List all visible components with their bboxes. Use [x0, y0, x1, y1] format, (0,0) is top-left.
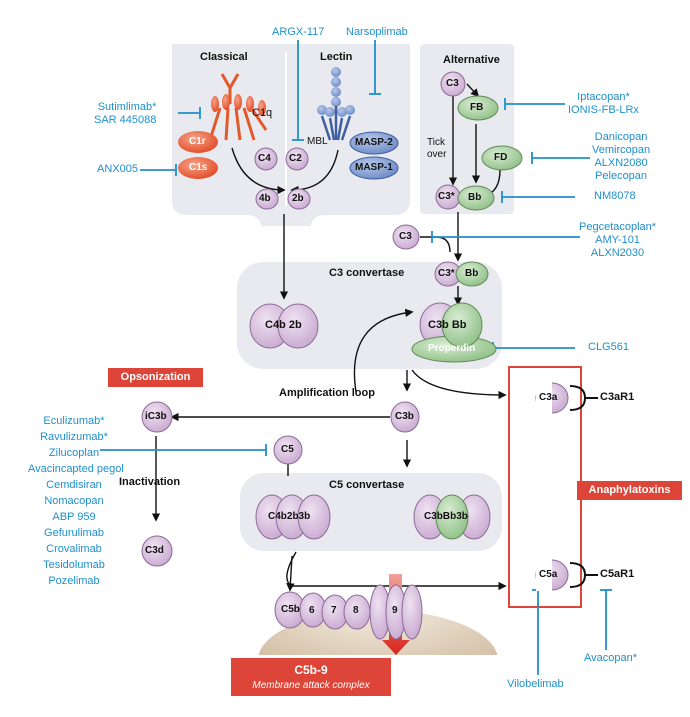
c9-label: 9 [392, 605, 398, 616]
ic3b-label: iC3b [145, 411, 167, 422]
c5a-label: C5a [539, 569, 558, 580]
drug-abp959: ABP 959 [52, 511, 96, 523]
drug-vilobelimab: Vilobelimab [507, 678, 564, 690]
drug-vemircopan: Vemircopan [592, 144, 651, 156]
fb-label: FB [470, 102, 484, 113]
properdin-label: Properdin [428, 343, 476, 354]
c3star-label: C3* [438, 191, 455, 202]
c4b-label: 4b [259, 193, 271, 204]
c3ar1-label: C3aR1 [600, 391, 635, 403]
drug-zilucoplan: Zilucoplan [48, 447, 100, 459]
mbl-shape [317, 67, 355, 117]
drug-alxn2030: ALXN2030 [590, 247, 645, 259]
drug-clg561: CLG561 [588, 341, 629, 353]
masp2-label: MASP-2 [355, 137, 393, 148]
drug-c5-group: Eculizumab* Ravulizumab* Zilucoplan Avac… [28, 413, 124, 589]
c6-label: 6 [309, 605, 315, 616]
c3star-bb-label-2: Bb [465, 268, 479, 279]
c3bbb3b-label: C3bBb3b [424, 511, 468, 522]
drug-iptacopan-group: Iptacopan* IONIS-FB-LRx [568, 91, 639, 117]
drug-pegcetacoplan: Pegcetacoplan* [579, 221, 657, 233]
c3d-label: C3d [145, 545, 164, 556]
drug-iptacopan: Iptacopan* [577, 91, 630, 103]
c5-label: C5 [281, 444, 294, 455]
c1s-label: C1s [189, 162, 208, 173]
drug-avacincaptad: Avacincapted pegol [28, 463, 124, 475]
c5-convertase-title: C5 convertase [329, 479, 405, 491]
drug-sutimlimab: Sutimlimab* [97, 101, 157, 113]
drug-danicopan: Danicopan [594, 131, 648, 143]
c3-convertase-title: C3 convertase [329, 267, 405, 279]
drug-nomacopan: Nomacopan [44, 495, 104, 507]
drug-amy101: AMY-101 [595, 234, 640, 246]
drug-tesidolumab: Tesidolumab [43, 559, 105, 571]
c3a-label: C3a [539, 392, 558, 403]
c5ar1-label: C5aR1 [600, 568, 635, 580]
drug-avacopan: Avacopan* [584, 652, 638, 664]
c3star-bb-label-1: C3* [438, 268, 455, 279]
c3-free-label: C3 [399, 231, 412, 242]
bb-label: Bb [468, 192, 482, 203]
c1q-label: C1q [252, 107, 273, 119]
drug-ionis: IONIS-FB-LRx [568, 104, 639, 116]
c2-label: C2 [289, 153, 302, 164]
drug-narsoplimab: Narsoplimab [346, 26, 408, 38]
anaphylatoxins-label: Anaphylatoxins [577, 481, 682, 500]
drug-gefurulimab: Gefurulimab [44, 527, 104, 539]
mac-title: C5b-9 [294, 663, 328, 677]
alternative-title: Alternative [443, 54, 500, 66]
fd-label: FD [494, 152, 508, 163]
drug-pozelimab: Pozelimab [48, 575, 100, 587]
amplification-loop-label: Amplification loop [279, 387, 375, 399]
drug-cemdisiran: Cemdisiran [46, 479, 102, 491]
lectin-title: Lectin [320, 51, 353, 63]
tick-over-label: Tick over [427, 137, 447, 160]
drug-pegcetacoplan-group: Pegcetacoplan* AMY-101 ALXN2030 [579, 221, 656, 260]
drug-pelecopan: Pelecopan [595, 170, 648, 182]
drug-alxn2080: ALXN2080 [594, 157, 648, 169]
drug-crovalimab: Crovalimab [46, 543, 102, 555]
drug-nm8078: NM8078 [594, 190, 636, 202]
c8-label: 8 [353, 605, 359, 616]
c3b-label: C3b [395, 411, 414, 422]
c4b2b-label: C4b 2b [265, 319, 302, 331]
c5b-label: C5b [281, 604, 300, 615]
c2b-label: 2b [292, 193, 304, 204]
c3bbb-label: C3b Bb [428, 319, 467, 331]
drug-sar445088: SAR 445088 [94, 114, 157, 126]
drug-sutimlimab-group: Sutimlimab* SAR 445088 [94, 101, 156, 127]
drug-anx005: ANX005 [97, 163, 138, 175]
classical-title: Classical [200, 51, 248, 63]
mbl-label: MBL [307, 136, 328, 147]
masp1-label: MASP-1 [355, 162, 393, 173]
drug-danicopan-group: Danicopan Vemircopan ALXN2080 Pelecopan [592, 131, 650, 183]
opsonization-label: Opsonization [108, 368, 203, 387]
c7-label: 7 [331, 605, 337, 616]
c1r-label: C1r [189, 136, 206, 147]
c4b2b3b-label: C4b2b3b [268, 511, 311, 522]
inactivation-label: Inactivation [119, 476, 181, 488]
drug-eculizumab: Eculizumab* [43, 415, 105, 427]
mac-subtitle: Membrane attack complex [252, 680, 370, 691]
mac-label: C5b-9 Membrane attack complex [231, 658, 391, 696]
drug-argx117: ARGX-117 [272, 26, 325, 38]
c4-label: C4 [258, 153, 271, 164]
drug-ravulizumab: Ravulizumab* [40, 431, 108, 443]
alt-c3-label: C3 [446, 78, 459, 89]
c1q-shape [208, 73, 268, 141]
